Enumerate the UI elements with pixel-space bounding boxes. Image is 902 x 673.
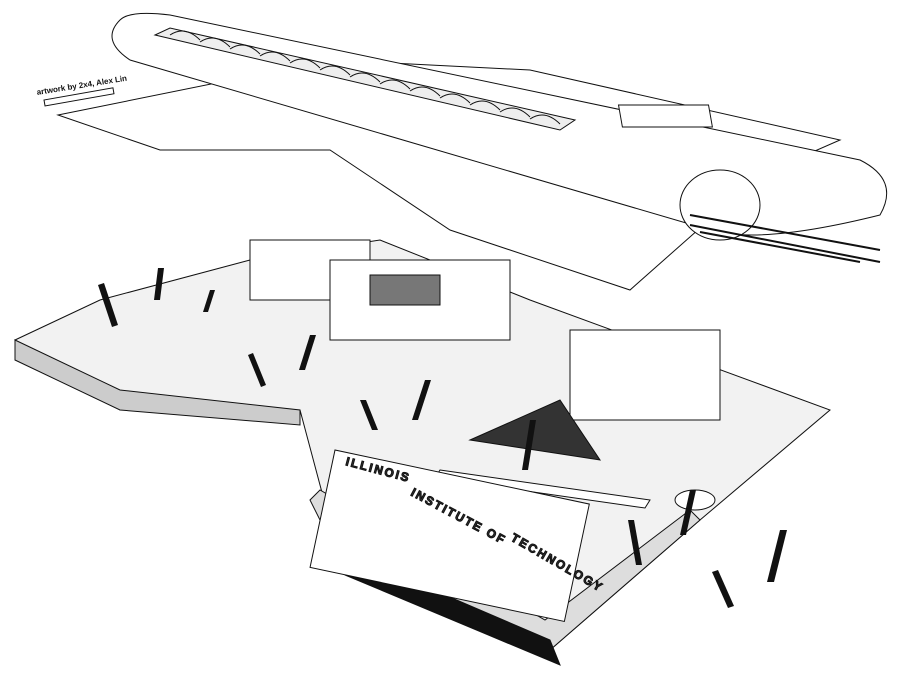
structural-columns	[98, 268, 787, 608]
ground-floor-layer: ILLINOIS INSTITUTE OF TECHNOLOGY	[13, 239, 831, 666]
dark-courtyard	[468, 399, 602, 461]
room-block-east	[569, 329, 721, 421]
skylight-arches	[169, 30, 561, 125]
credit-bar	[43, 87, 115, 107]
courtyard-gray	[369, 274, 441, 306]
roof-tube-layer	[43, 12, 888, 291]
sign-wall	[309, 449, 590, 623]
rails	[689, 214, 881, 263]
west-wing	[14, 339, 301, 426]
tube-opening	[679, 169, 761, 241]
roof-opening	[617, 104, 713, 128]
